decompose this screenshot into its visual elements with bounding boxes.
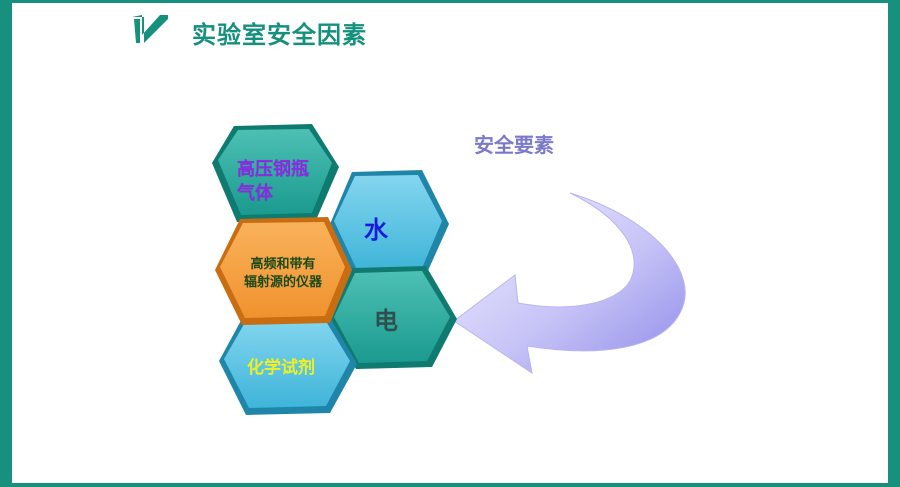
hexagon-radiation-line2: 辐射源的仪器	[244, 275, 323, 290]
hexagon-electric-label: 电	[374, 307, 398, 335]
title-check-icon	[132, 15, 168, 43]
hexagon-gas	[212, 124, 339, 222]
hexagon-water	[330, 170, 449, 277]
slide-title: 实验室安全因素	[192, 21, 367, 49]
hexagon-electric	[328, 266, 457, 369]
hexagon-radiation-label: 高频和带有 辐射源的仪器	[244, 256, 322, 292]
hexagon-radiation	[215, 217, 352, 325]
hexagon-gas-line2: 气体	[237, 183, 273, 204]
hexagon-gas-label: 高压钢瓶 气体	[237, 158, 309, 206]
curved-arrow-icon	[453, 192, 686, 375]
hexagon-gas-line1: 高压钢瓶	[237, 159, 309, 180]
hexagon-chemical	[219, 314, 357, 415]
safety-elements-subtitle: 安全要素	[474, 133, 554, 157]
hexagon-radiation-line1: 高频和带有	[250, 257, 316, 272]
hexagon-diagram	[212, 124, 686, 415]
hexagon-water-label: 水	[364, 216, 388, 244]
hexagon-chemical-label: 化学试剂	[247, 358, 315, 378]
